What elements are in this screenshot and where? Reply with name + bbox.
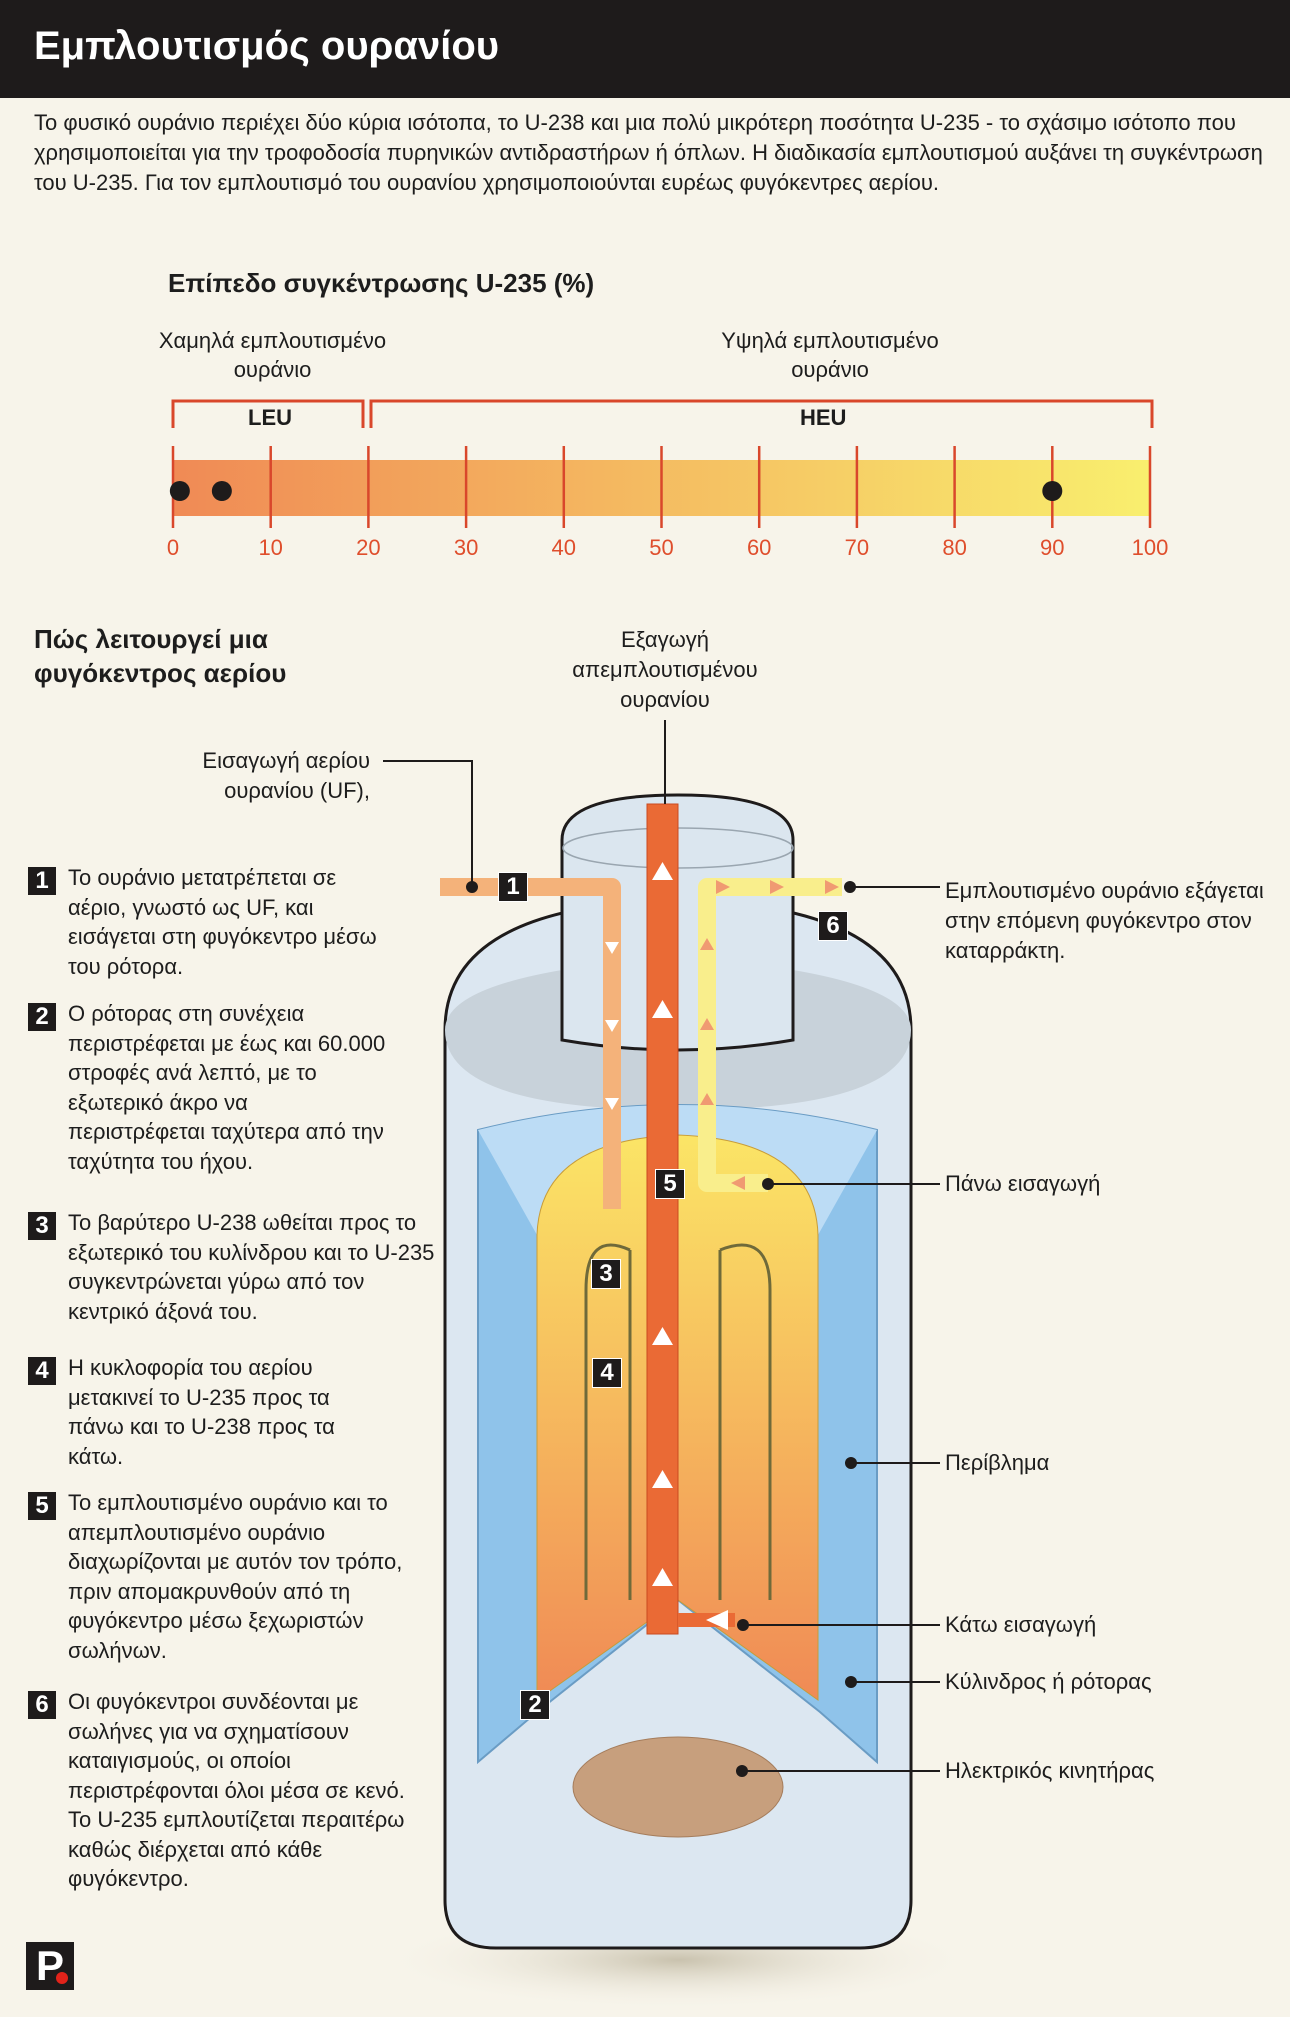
casing-label: Περίβλημα (945, 1450, 1050, 1475)
scale-marker (169, 481, 190, 501)
rotor-label: Κύλινδρος ή ρότορας (945, 1669, 1152, 1694)
top-scoop-label: Πάνω εισαγωγή (945, 1171, 1101, 1196)
step-number: 4 (28, 1357, 56, 1385)
heu-label: HEU (800, 405, 847, 430)
step-number: 2 (28, 1003, 56, 1031)
diagram-number-6: 6 (818, 911, 848, 941)
low-enriched-label: Χαμηλά εμπλουτισμένο ουράνιο (158, 328, 387, 382)
centrifuge-diagram (378, 720, 978, 2010)
scale-tick-label: 40 (551, 535, 577, 560)
depleted-outlet-pipe (646, 803, 679, 1635)
motor-label: Ηλεκτρικός κινητήρας (945, 1758, 1155, 1783)
flow-arrows (605, 862, 728, 1630)
scale-tick-label: 10 (258, 535, 283, 560)
scale-tick-label: 70 (844, 535, 870, 560)
step-text: Το βαρύτερο U-238 ωθείται προς το εξωτερ… (68, 1210, 435, 1324)
step-number: 6 (28, 1691, 56, 1719)
scale-tick-label: 60 (746, 535, 772, 560)
leader-dots (466, 881, 857, 1777)
page-title: Εμπλουτισμός ουρανίου (34, 24, 500, 68)
publisher-logo: P (26, 1942, 74, 1990)
intro-text: Το φυσικό ουράνιο περιέχει δύο κύρια ισό… (34, 110, 1263, 195)
enriched-arrows (700, 880, 839, 1190)
diagram-number-5: 5 (655, 1169, 685, 1199)
electric-motor (572, 1736, 784, 1838)
step-text: Το εμπλουτισμένο ουράνιο και το απεμπλου… (68, 1490, 403, 1663)
step-4: 4 Η κυκλοφορία του αερίου μετακινεί το U-… (28, 1353, 448, 1471)
scale-tick-label: 100 (1131, 535, 1169, 560)
step-1: 1 Το ουράνιο μετατρέπεται σε αέριο, γνωστ… (28, 863, 448, 981)
scale-tick-label: 90 (1040, 535, 1065, 560)
diagram-number-3: 3 (591, 1259, 621, 1289)
step-number: 3 (28, 1212, 56, 1240)
scale-marker (211, 481, 232, 501)
scale-title: Επίπεδο συγκέντρωσης U-235 (%) (168, 268, 595, 298)
step-number: 5 (28, 1492, 56, 1520)
inlet-label: Εισαγωγή αερίου ουρανίου (UF), (202, 748, 370, 803)
step-6: 6 Οι φυγόκεντροι συνδέονται με σωλήνες γι… (28, 1687, 448, 1894)
step-text: Οι φυγόκεντροι συνδέονται με σωλήνες για… (68, 1689, 405, 1891)
depleted-outlet-label: Εξαγωγή απεμπλουτισμένου ουρανίου (572, 627, 758, 712)
leu-bracket (171, 399, 365, 428)
high-enriched-label: Υψηλά εμπλουτισμένο ουράνιο (721, 328, 939, 382)
scale-tick-label: 0 (166, 535, 180, 560)
section-title: Πώς λειτουργεί μια φυγόκεντρος αερίου (34, 624, 287, 688)
concentration-scale (169, 399, 1154, 528)
enriched-outlet-label: Εμπλουτισμένο ουράνιο εξάγεται στην επόμ… (945, 878, 1264, 963)
step-5: 5 Το εμπλουτισμένο ουράνιο και το απεμπλο… (28, 1488, 448, 1665)
scale-tick-label: 80 (942, 535, 967, 560)
bottom-scoop-label: Κάτω εισαγωγή (945, 1612, 1097, 1637)
circulation-arrows (584, 1243, 772, 1600)
scale-tick-label: 30 (453, 535, 479, 560)
diagram-number-1: 1 (498, 872, 528, 902)
scale-marker (1042, 481, 1063, 501)
step-text: Ο ρότορας στη συνέχεια περιστρέφεται με … (68, 1001, 386, 1174)
leu-label: LEU (248, 405, 292, 430)
leader-lines (383, 720, 940, 1772)
step-text: Το ουράνιο μετατρέπεται σε αέριο, γνωστό… (68, 865, 377, 979)
step-text: Η κυκλοφορία του αερίου μετακινεί το U-2… (68, 1355, 335, 1469)
diagram-number-2: 2 (520, 1690, 550, 1720)
diagram-number-4: 4 (592, 1358, 622, 1388)
step-number: 1 (28, 867, 56, 895)
heu-bracket (369, 399, 1154, 428)
step-3: 3 Το βαρύτερο U-238 ωθείται προς το εξωτε… (28, 1208, 448, 1326)
header: Εμπλουτισμός ουρανίου (0, 0, 1290, 98)
step-2: 2 Ο ρότορας στη συνέχεια περιστρέφεται με… (28, 999, 448, 1176)
scale-tick-label: 50 (649, 535, 674, 560)
scale-tick-label: 20 (356, 535, 381, 560)
